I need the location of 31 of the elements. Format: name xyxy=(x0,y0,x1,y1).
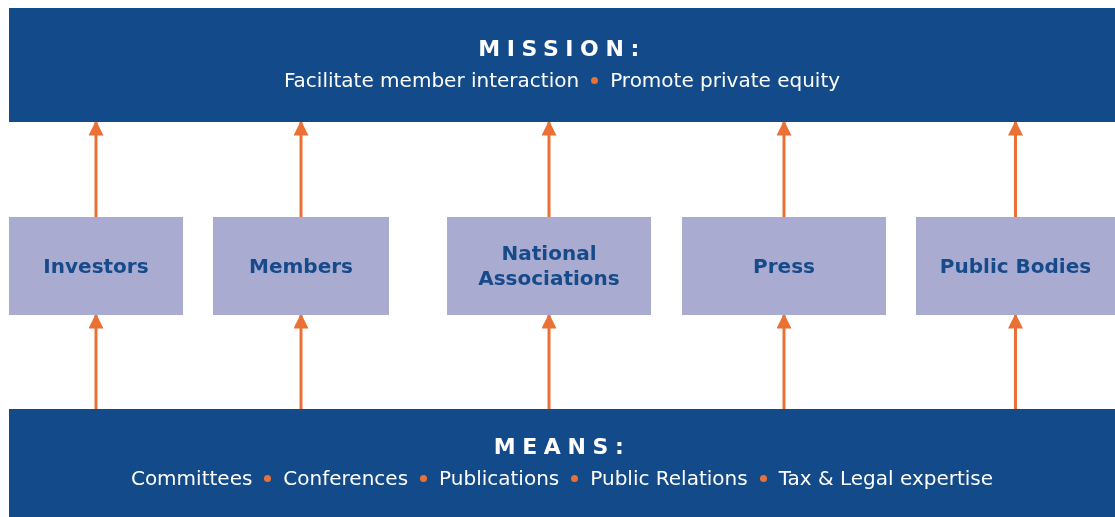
banner-item: Promote private equity xyxy=(610,67,841,93)
arrow xyxy=(776,313,792,409)
banner-item: Tax & Legal expertise xyxy=(778,465,994,491)
box-label: Investors xyxy=(43,253,149,279)
stakeholder-box xyxy=(213,217,389,315)
arrow xyxy=(1008,313,1023,409)
banner xyxy=(9,409,1115,517)
arrow xyxy=(88,313,104,409)
banner-item: Conferences xyxy=(283,465,409,491)
box-label: Members xyxy=(249,253,353,279)
banner-item: Facilitate member interaction xyxy=(283,67,580,93)
banner-heading: MISSION: xyxy=(478,37,646,60)
banner-item: Publications xyxy=(439,465,560,491)
stakeholder-box xyxy=(447,217,651,315)
stakeholder-box xyxy=(9,217,183,315)
arrow xyxy=(541,313,557,409)
arrow xyxy=(776,120,792,217)
arrow xyxy=(293,313,309,409)
arrow xyxy=(293,120,309,217)
banner-item: Public Relations xyxy=(590,465,748,491)
stakeholder-box xyxy=(916,217,1115,315)
banner-heading: MEANS: xyxy=(493,435,631,458)
banner xyxy=(9,8,1115,122)
box-label: Public Bodies xyxy=(939,253,1092,279)
arrow xyxy=(88,120,104,217)
box-label: Press xyxy=(753,253,815,279)
banner-item: Committees xyxy=(130,465,253,491)
arrow xyxy=(541,120,557,217)
arrow xyxy=(1008,120,1023,217)
box-label: National Associations xyxy=(477,241,621,291)
stakeholder-box xyxy=(682,217,886,315)
